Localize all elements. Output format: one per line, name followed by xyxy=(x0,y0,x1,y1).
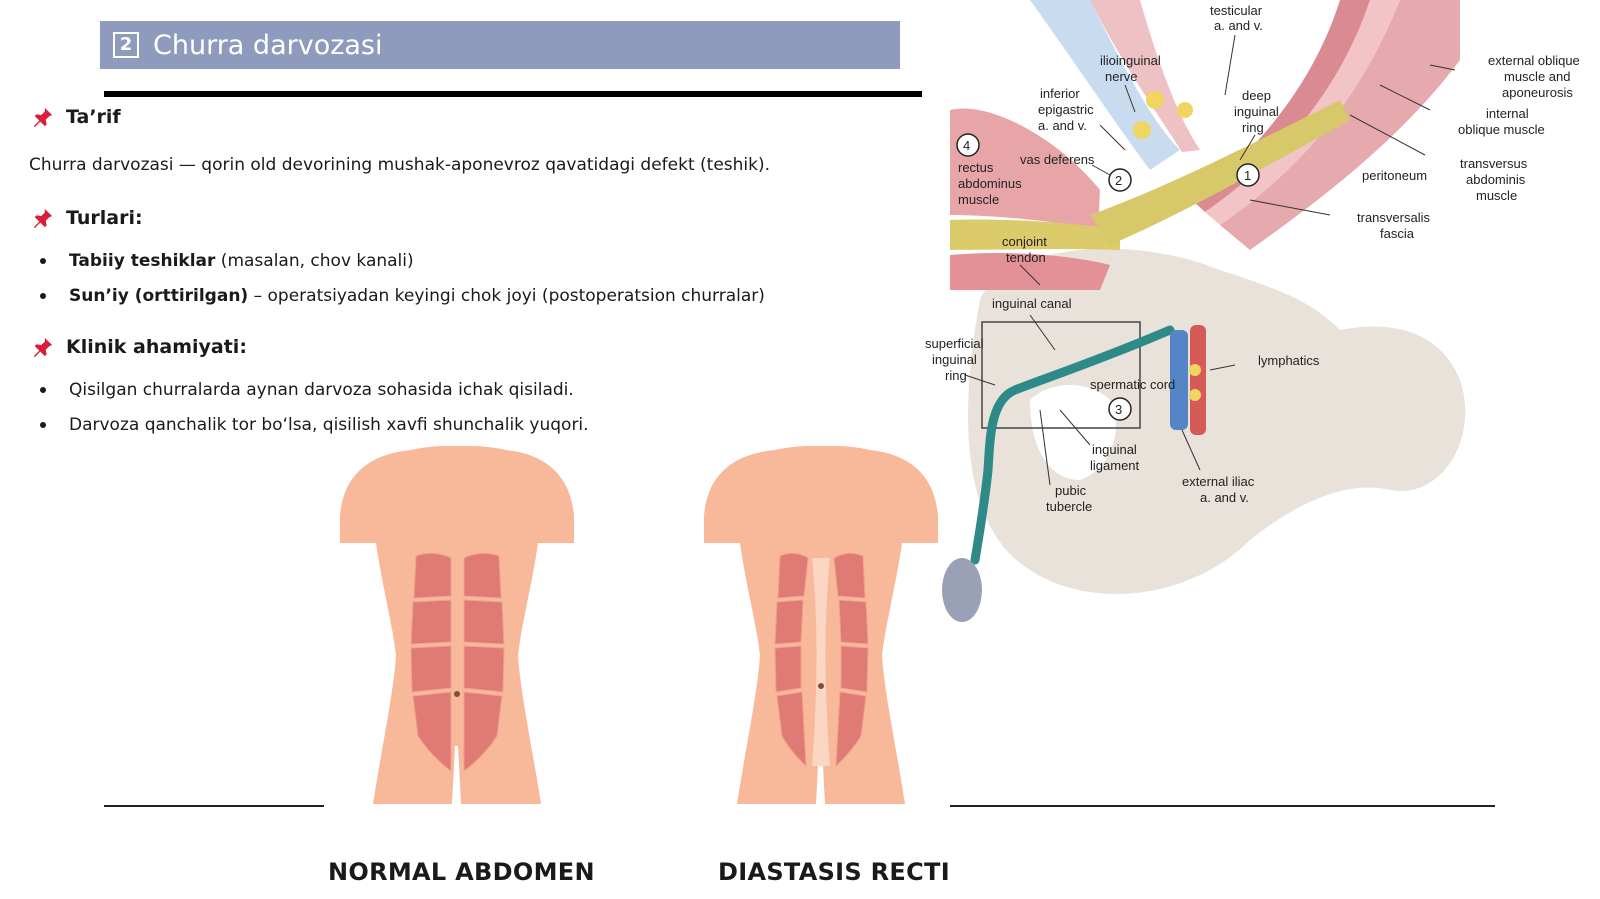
pushpin-icon xyxy=(33,337,53,358)
label-conjoint-2: tendon xyxy=(1006,250,1046,265)
label-superficial-ring-1: superficial xyxy=(925,336,984,351)
label-inguinal-ligament-2: ligament xyxy=(1090,458,1140,473)
label-peritoneum: peritoneum xyxy=(1362,168,1427,183)
label-external-iliac-1: external iliac xyxy=(1182,474,1255,489)
label-lymphatics: lymphatics xyxy=(1258,353,1320,368)
label-inguinal-ligament-1: inguinal xyxy=(1092,442,1137,457)
label-internal-oblique-2: oblique muscle xyxy=(1458,122,1545,137)
slide-title-bar: 2 Churra darvozasi xyxy=(100,21,900,69)
clinical-list: Qisilgan churralarda aynan darvoza sohas… xyxy=(40,379,589,449)
label-rectus-1: rectus xyxy=(958,160,994,175)
label-transversus-2: abdominis xyxy=(1466,172,1526,187)
definition-text: Churra darvozasi — qorin old devorining … xyxy=(29,155,771,175)
label-ilioinguinal-2: nerve xyxy=(1105,69,1138,84)
label-superficial-ring-3: ring xyxy=(945,368,967,383)
types-heading-text: Turlari: xyxy=(66,207,143,229)
label-conjoint-1: conjoint xyxy=(1002,234,1047,249)
label-transversalis-1: transversalis xyxy=(1357,210,1430,225)
marker-4: 4 xyxy=(963,138,970,153)
list-item-bold: Sun’iy (orttirilgan) xyxy=(69,286,249,306)
label-rectus-3: muscle xyxy=(958,192,999,207)
list-item: Tabiiy teshiklar (masalan, chov kanali) xyxy=(40,250,765,285)
definition-heading-text: Ta’rif xyxy=(66,106,121,128)
label-spermatic-cord: spermatic cord xyxy=(1090,377,1175,392)
label-vas-deferens: vas deferens xyxy=(1020,152,1095,167)
slide-title: Churra darvozasi xyxy=(153,29,383,61)
label-rectus-2: abdominus xyxy=(958,176,1022,191)
label-ilioinguinal-1: ilioinguinal xyxy=(1100,53,1161,68)
label-external-oblique-2: muscle and xyxy=(1504,69,1570,84)
label-internal-oblique-1: internal xyxy=(1486,106,1529,121)
definition-heading: Ta’rif xyxy=(32,106,121,128)
list-item: Qisilgan churralarda aynan darvoza sohas… xyxy=(40,379,589,414)
marker-1: 1 xyxy=(1244,168,1251,183)
pushpin-icon xyxy=(33,107,53,128)
title-divider xyxy=(104,91,922,97)
label-external-oblique-3: aponeurosis xyxy=(1502,85,1573,100)
label-external-iliac-2: a. and v. xyxy=(1200,490,1249,505)
types-list: Tabiiy teshiklar (masalan, chov kanali) … xyxy=(40,250,765,320)
marker-3: 3 xyxy=(1115,402,1122,417)
list-item: Sun’iy (orttirilgan) – operatsiyadan key… xyxy=(40,285,765,320)
list-item-text: (masalan, chov kanali) xyxy=(215,251,414,271)
pushpin-icon xyxy=(33,208,53,229)
label-pubic-tubercle-1: pubic xyxy=(1055,483,1087,498)
types-heading: Turlari: xyxy=(32,207,143,229)
inguinal-anatomy-illustration: 4 2 1 3 testicular a. and v. ilioinguina… xyxy=(925,0,1580,622)
normal-abdomen-figure xyxy=(340,446,574,804)
label-epigastric-1: inferior xyxy=(1040,86,1080,101)
label-inguinal-canal: inguinal canal xyxy=(992,296,1072,311)
normal-abdomen-caption: NORMAL ABDOMEN xyxy=(328,858,595,886)
label-transversus-3: muscle xyxy=(1476,188,1517,203)
marker-2: 2 xyxy=(1115,173,1122,188)
list-item-bold: Tabiiy teshiklar xyxy=(69,251,216,271)
label-external-oblique-1: external oblique xyxy=(1488,53,1580,68)
list-item-text: – operatsiyadan keyingi chok joyi (posto… xyxy=(248,286,765,306)
label-transversus-1: transversus xyxy=(1460,156,1528,171)
bottom-divider-right xyxy=(950,805,1495,807)
label-pubic-tubercle-2: tubercle xyxy=(1046,499,1092,514)
bottom-divider-left xyxy=(104,805,324,807)
label-superficial-ring-2: inguinal xyxy=(932,352,977,367)
list-item: Darvoza qanchalik tor bo‘lsa, qisilish x… xyxy=(40,414,589,449)
label-testicular-2: a. and v. xyxy=(1214,18,1263,33)
label-testicular-1: testicular xyxy=(1210,3,1263,18)
label-epigastric-3: a. and v. xyxy=(1038,118,1087,133)
title-number-box: 2 xyxy=(113,32,139,58)
diastasis-recti-figure xyxy=(704,446,938,804)
label-deep-ring-1: deep xyxy=(1242,88,1271,103)
label-epigastric-2: epigastric xyxy=(1038,102,1094,117)
label-deep-ring-3: ring xyxy=(1242,120,1264,135)
clinical-heading-text: Klinik ahamiyati: xyxy=(66,336,247,358)
clinical-heading: Klinik ahamiyati: xyxy=(32,336,247,358)
label-deep-ring-2: inguinal xyxy=(1234,104,1279,119)
label-transversalis-2: fascia xyxy=(1380,226,1415,241)
diastasis-recti-caption: DIASTASIS RECTI xyxy=(718,858,950,886)
